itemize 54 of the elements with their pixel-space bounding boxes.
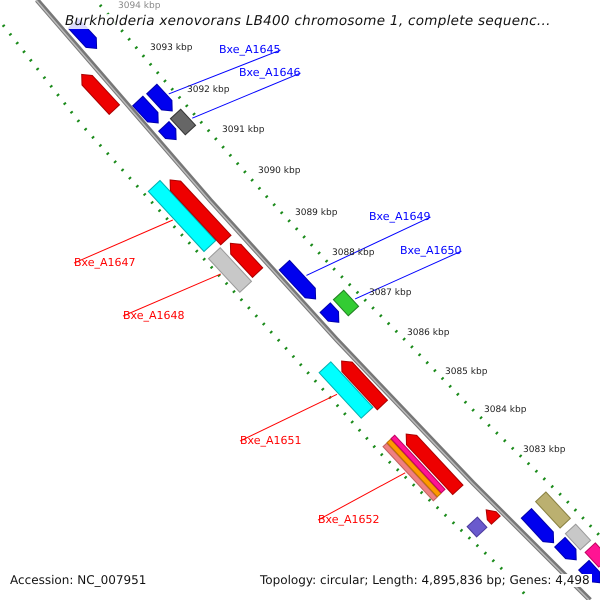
accession-text: Accession: NC_007951 <box>10 574 146 588</box>
gene-block <box>332 290 360 316</box>
leader-line <box>240 394 338 442</box>
scale-label: 3091 kbp <box>222 126 264 136</box>
gene-feature <box>406 434 464 496</box>
gene-block <box>466 516 488 538</box>
genome-info-text: Topology: circular; Length: 4,895,836 bp; Genes: 4,498 <box>260 574 592 588</box>
gene-feature <box>146 84 173 112</box>
scale-label: 3094 kbp <box>118 2 160 12</box>
gene-feature <box>170 179 232 246</box>
gene-feature <box>81 74 120 116</box>
gene-feature <box>341 360 388 410</box>
leader-line <box>74 220 174 264</box>
scale-label: 3083 kbp <box>523 446 566 456</box>
gene-label: Bxe_A1648 <box>123 310 185 322</box>
scale-label: 3087 kbp <box>369 289 412 299</box>
gene-bar <box>382 434 446 502</box>
gene-feature <box>486 509 501 525</box>
gene-label: Bxe_A1652 <box>318 514 380 526</box>
gene-label: Bxe_A1649 <box>369 211 431 224</box>
scale-label: 3086 kbp <box>407 329 450 339</box>
gene-block <box>170 108 196 136</box>
leader-line <box>318 472 406 521</box>
scale-label: 3090 kbp <box>258 167 300 177</box>
gene-label: Bxe_A1647 <box>74 257 136 270</box>
scale-label: 3093 kbp <box>150 44 192 54</box>
gene-feature <box>520 508 554 544</box>
scale-label: 3092 kbp <box>187 86 230 96</box>
scale-label: 3084 kbp <box>484 406 526 416</box>
leader-line <box>168 50 282 94</box>
gene-bar <box>534 491 572 529</box>
leader-line <box>192 72 302 119</box>
gene-label: Bxe_A1651 <box>240 435 302 448</box>
gene-label: Bxe_A1646 <box>239 67 301 80</box>
gene-label: Bxe_A1645 <box>219 44 281 56</box>
scale-label: 3089 kbp <box>295 209 338 219</box>
gene-feature <box>319 302 340 323</box>
leader-line <box>306 216 432 276</box>
gene-block <box>564 524 592 550</box>
gene-bar <box>148 180 216 252</box>
gene-feature <box>158 120 177 140</box>
gene-feature <box>278 260 316 300</box>
gene-feature <box>554 536 577 560</box>
gene-bar <box>318 361 374 419</box>
gene-bar <box>208 247 252 293</box>
gene-block <box>584 542 600 568</box>
leader-line <box>354 250 462 300</box>
map-title: Burkholderia xenovorans LB400 chromosome 1, complete sequenc... <box>65 14 551 29</box>
gene-feature <box>230 242 264 278</box>
gene-label: Bxe_A1650 <box>400 245 462 258</box>
scale-label: 3085 kbp <box>445 368 488 378</box>
scale-label: 3088 kbp <box>332 249 374 259</box>
leader-line <box>122 273 222 317</box>
gene-feature <box>132 96 159 124</box>
